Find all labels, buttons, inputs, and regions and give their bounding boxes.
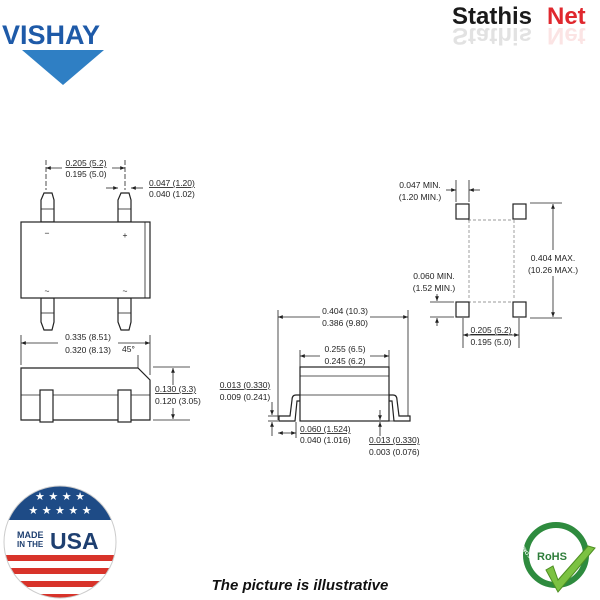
svg-text:0.245 (6.2): 0.245 (6.2) <box>324 356 365 366</box>
svg-text:0.255 (6.5): 0.255 (6.5) <box>324 344 365 354</box>
svg-text:0.195 (5.0): 0.195 (5.0) <box>65 169 106 179</box>
svg-text:USA: USA <box>50 528 99 554</box>
stathisnet-logo: Stathis Net Stathis Net <box>452 3 586 49</box>
svg-text:0.120 (3.05): 0.120 (3.05) <box>155 396 201 406</box>
svg-text:~: ~ <box>45 286 50 296</box>
svg-text:Stathis: Stathis <box>452 22 532 49</box>
svg-text:0.386 (9.80): 0.386 (9.80) <box>322 318 368 328</box>
svg-text:0.047 MIN.: 0.047 MIN. <box>399 180 441 190</box>
svg-text:★ ★ ★ ★ ★: ★ ★ ★ ★ ★ <box>28 504 91 517</box>
svg-text:(10.26 MAX.): (10.26 MAX.) <box>528 265 578 275</box>
svg-text:Net: Net <box>547 22 586 49</box>
svg-text:(1.52 MIN.): (1.52 MIN.) <box>413 283 456 293</box>
svg-text:0.060 (1.524): 0.060 (1.524) <box>300 424 351 434</box>
svg-text:0.320 (8.13): 0.320 (8.13) <box>65 345 111 355</box>
svg-text:IN THE: IN THE <box>17 540 44 549</box>
svg-text:0.335 (8.51): 0.335 (8.51) <box>65 332 111 342</box>
svg-text:+: + <box>123 230 128 240</box>
svg-text:~: ~ <box>123 286 128 296</box>
svg-text:0.009 (0.241): 0.009 (0.241) <box>220 392 271 402</box>
svg-text:RoHS: RoHS <box>537 551 567 563</box>
svg-text:Stathis: Stathis <box>452 3 532 30</box>
svg-text:0.060 MIN.: 0.060 MIN. <box>413 271 455 281</box>
svg-text:0.205 (5.2): 0.205 (5.2) <box>65 158 106 168</box>
svg-text:(1.20 MIN.): (1.20 MIN.) <box>399 192 442 202</box>
end-view: 0.404 (10.3) 0.386 (9.80) 0.255 (6.5) 0.… <box>220 305 420 457</box>
illustrative-caption: The picture is illustrative <box>211 577 389 594</box>
svg-text:−: − <box>45 228 50 238</box>
svg-text:0.195 (5.0): 0.195 (5.0) <box>470 337 511 347</box>
svg-text:0.404 (10.3): 0.404 (10.3) <box>322 306 368 316</box>
svg-text:0.047 (1.20): 0.047 (1.20) <box>149 178 195 188</box>
svg-text:0.013 (0.330): 0.013 (0.330) <box>369 435 420 445</box>
svg-text:0.040 (1.02): 0.040 (1.02) <box>149 189 195 199</box>
svg-text:VISHAY: VISHAY <box>2 20 100 50</box>
svg-text:0.404 MAX.: 0.404 MAX. <box>531 253 575 263</box>
svg-text:0.013 (0.330): 0.013 (0.330) <box>220 380 271 390</box>
svg-text:★ ★ ★ ★: ★ ★ ★ ★ <box>35 490 85 503</box>
svg-text:MADE: MADE <box>17 530 44 540</box>
svg-text:45°: 45° <box>122 344 135 354</box>
svg-text:0.205 (5.2): 0.205 (5.2) <box>470 325 511 335</box>
made-in-usa-badge: ★ ★ ★ ★ ★ ★ ★ ★ ★ MADE IN THE USA <box>3 485 117 599</box>
footprint-view: 0.047 MIN. (1.20 MIN.) 0.404 MAX. (10.26… <box>399 180 578 348</box>
side-view: 0.335 (8.51) 0.320 (8.13) 45° 0.130 (3.3… <box>20 332 201 423</box>
svg-text:0.130 (3.3): 0.130 (3.3) <box>155 384 196 394</box>
svg-text:0.003 (0.076): 0.003 (0.076) <box>369 447 420 457</box>
top-view: − + ~ ~ 0.205 (5.2) 0.195 (5.0) 0.047 (1… <box>20 158 195 331</box>
vishay-logo: VISHAY <box>2 20 104 85</box>
svg-text:Net: Net <box>547 3 586 30</box>
svg-text:0.040 (1.016): 0.040 (1.016) <box>300 435 351 445</box>
